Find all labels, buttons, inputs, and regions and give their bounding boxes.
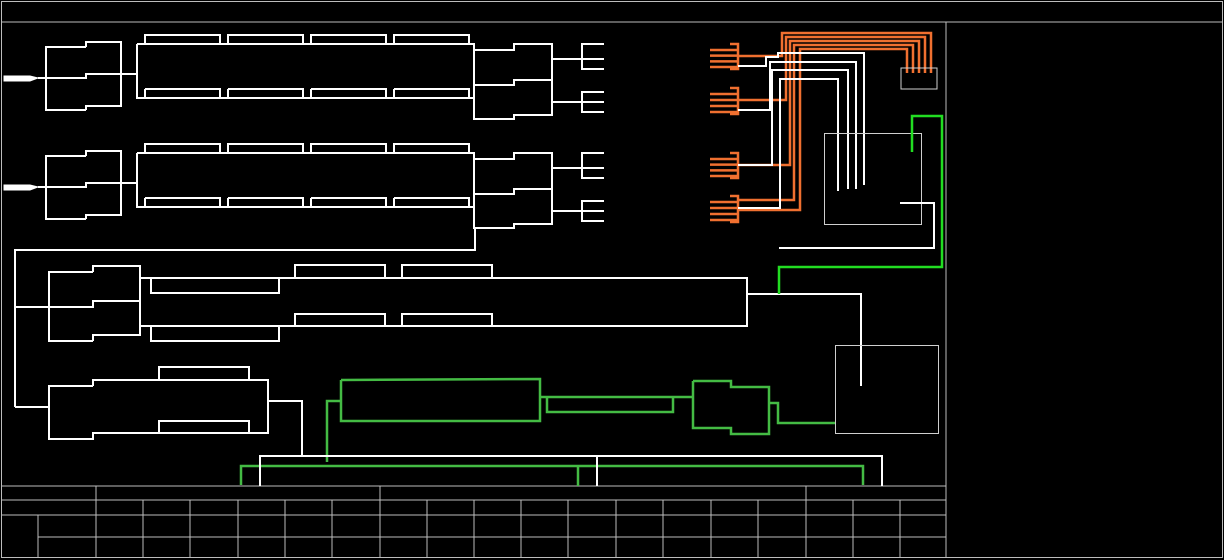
connector-block	[900, 67, 938, 90]
signal-wire	[738, 69, 849, 189]
harness-wire	[738, 35, 927, 102]
signal-wire	[738, 61, 857, 189]
segment-top	[158, 366, 250, 380]
bottom-bus	[259, 455, 883, 486]
bottom-segment	[311, 88, 387, 98]
orange-wire-harness	[710, 31, 938, 224]
segment-top	[294, 264, 386, 278]
main-trunk	[139, 277, 748, 327]
green-trunk	[339, 377, 542, 423]
green-comb	[691, 379, 771, 436]
left-comb-mid	[46, 182, 121, 188]
white-bus	[259, 455, 883, 486]
bottom-segment	[394, 88, 470, 98]
signal-wire	[738, 52, 865, 185]
probe-terminal	[3, 184, 40, 191]
left-comb-bracket	[92, 265, 141, 341]
harness-wire	[738, 43, 915, 202]
bottom-segment	[394, 197, 470, 207]
green-ground-run	[239, 114, 944, 486]
segment-mid	[401, 313, 493, 326]
ground-wire	[777, 114, 944, 294]
top-segment	[310, 34, 387, 44]
top-segment	[144, 143, 221, 153]
bottom-segment	[228, 88, 304, 98]
green-bus	[239, 464, 865, 485]
signal-wire	[738, 78, 839, 209]
top-segment	[393, 143, 470, 153]
probe-terminal	[3, 75, 40, 82]
right-comb	[473, 152, 553, 229]
top-segment	[144, 34, 221, 44]
fork	[581, 152, 604, 179]
feed-line	[14, 227, 476, 407]
bottom-segment	[311, 197, 387, 207]
left-comb-bracket	[85, 150, 122, 219]
third-ladder-assembly	[14, 227, 862, 407]
controller-box	[779, 133, 939, 434]
segment-bottom-left	[150, 326, 280, 342]
segment-top	[401, 264, 493, 278]
bottom-segment	[145, 197, 221, 207]
top-ladder-assembly	[3, 34, 604, 120]
top-segment	[227, 34, 304, 44]
top-segment	[393, 34, 470, 44]
upper-controller-box	[824, 133, 922, 225]
top-segment	[227, 143, 304, 153]
bottom-segment	[228, 197, 304, 207]
feed-to-box	[747, 293, 862, 386]
ground-drop	[325, 399, 341, 462]
body	[48, 379, 269, 440]
right-comb-mid	[474, 79, 552, 86]
controller-output	[779, 202, 935, 249]
left-comb-mid	[46, 73, 121, 79]
segment-mid	[294, 313, 386, 326]
right-comb	[473, 43, 553, 120]
right-comb-mid	[474, 188, 552, 195]
top-segment	[310, 143, 387, 153]
fourth-ladder-assembly	[15, 366, 303, 456]
second-ladder-assembly	[3, 143, 604, 229]
segment-bottom	[158, 420, 250, 433]
harness-wire	[738, 47, 909, 212]
left-comb-mid	[49, 300, 140, 308]
green-segment	[545, 397, 675, 414]
title-block-table	[2, 486, 946, 558]
green-to-box	[769, 401, 835, 425]
drop-to-bus	[268, 400, 303, 456]
segment-top-left	[150, 278, 280, 294]
bottom-segment	[145, 88, 221, 98]
lower-controller-box	[835, 345, 939, 434]
left-comb-bracket	[85, 41, 122, 110]
fork	[581, 43, 604, 70]
